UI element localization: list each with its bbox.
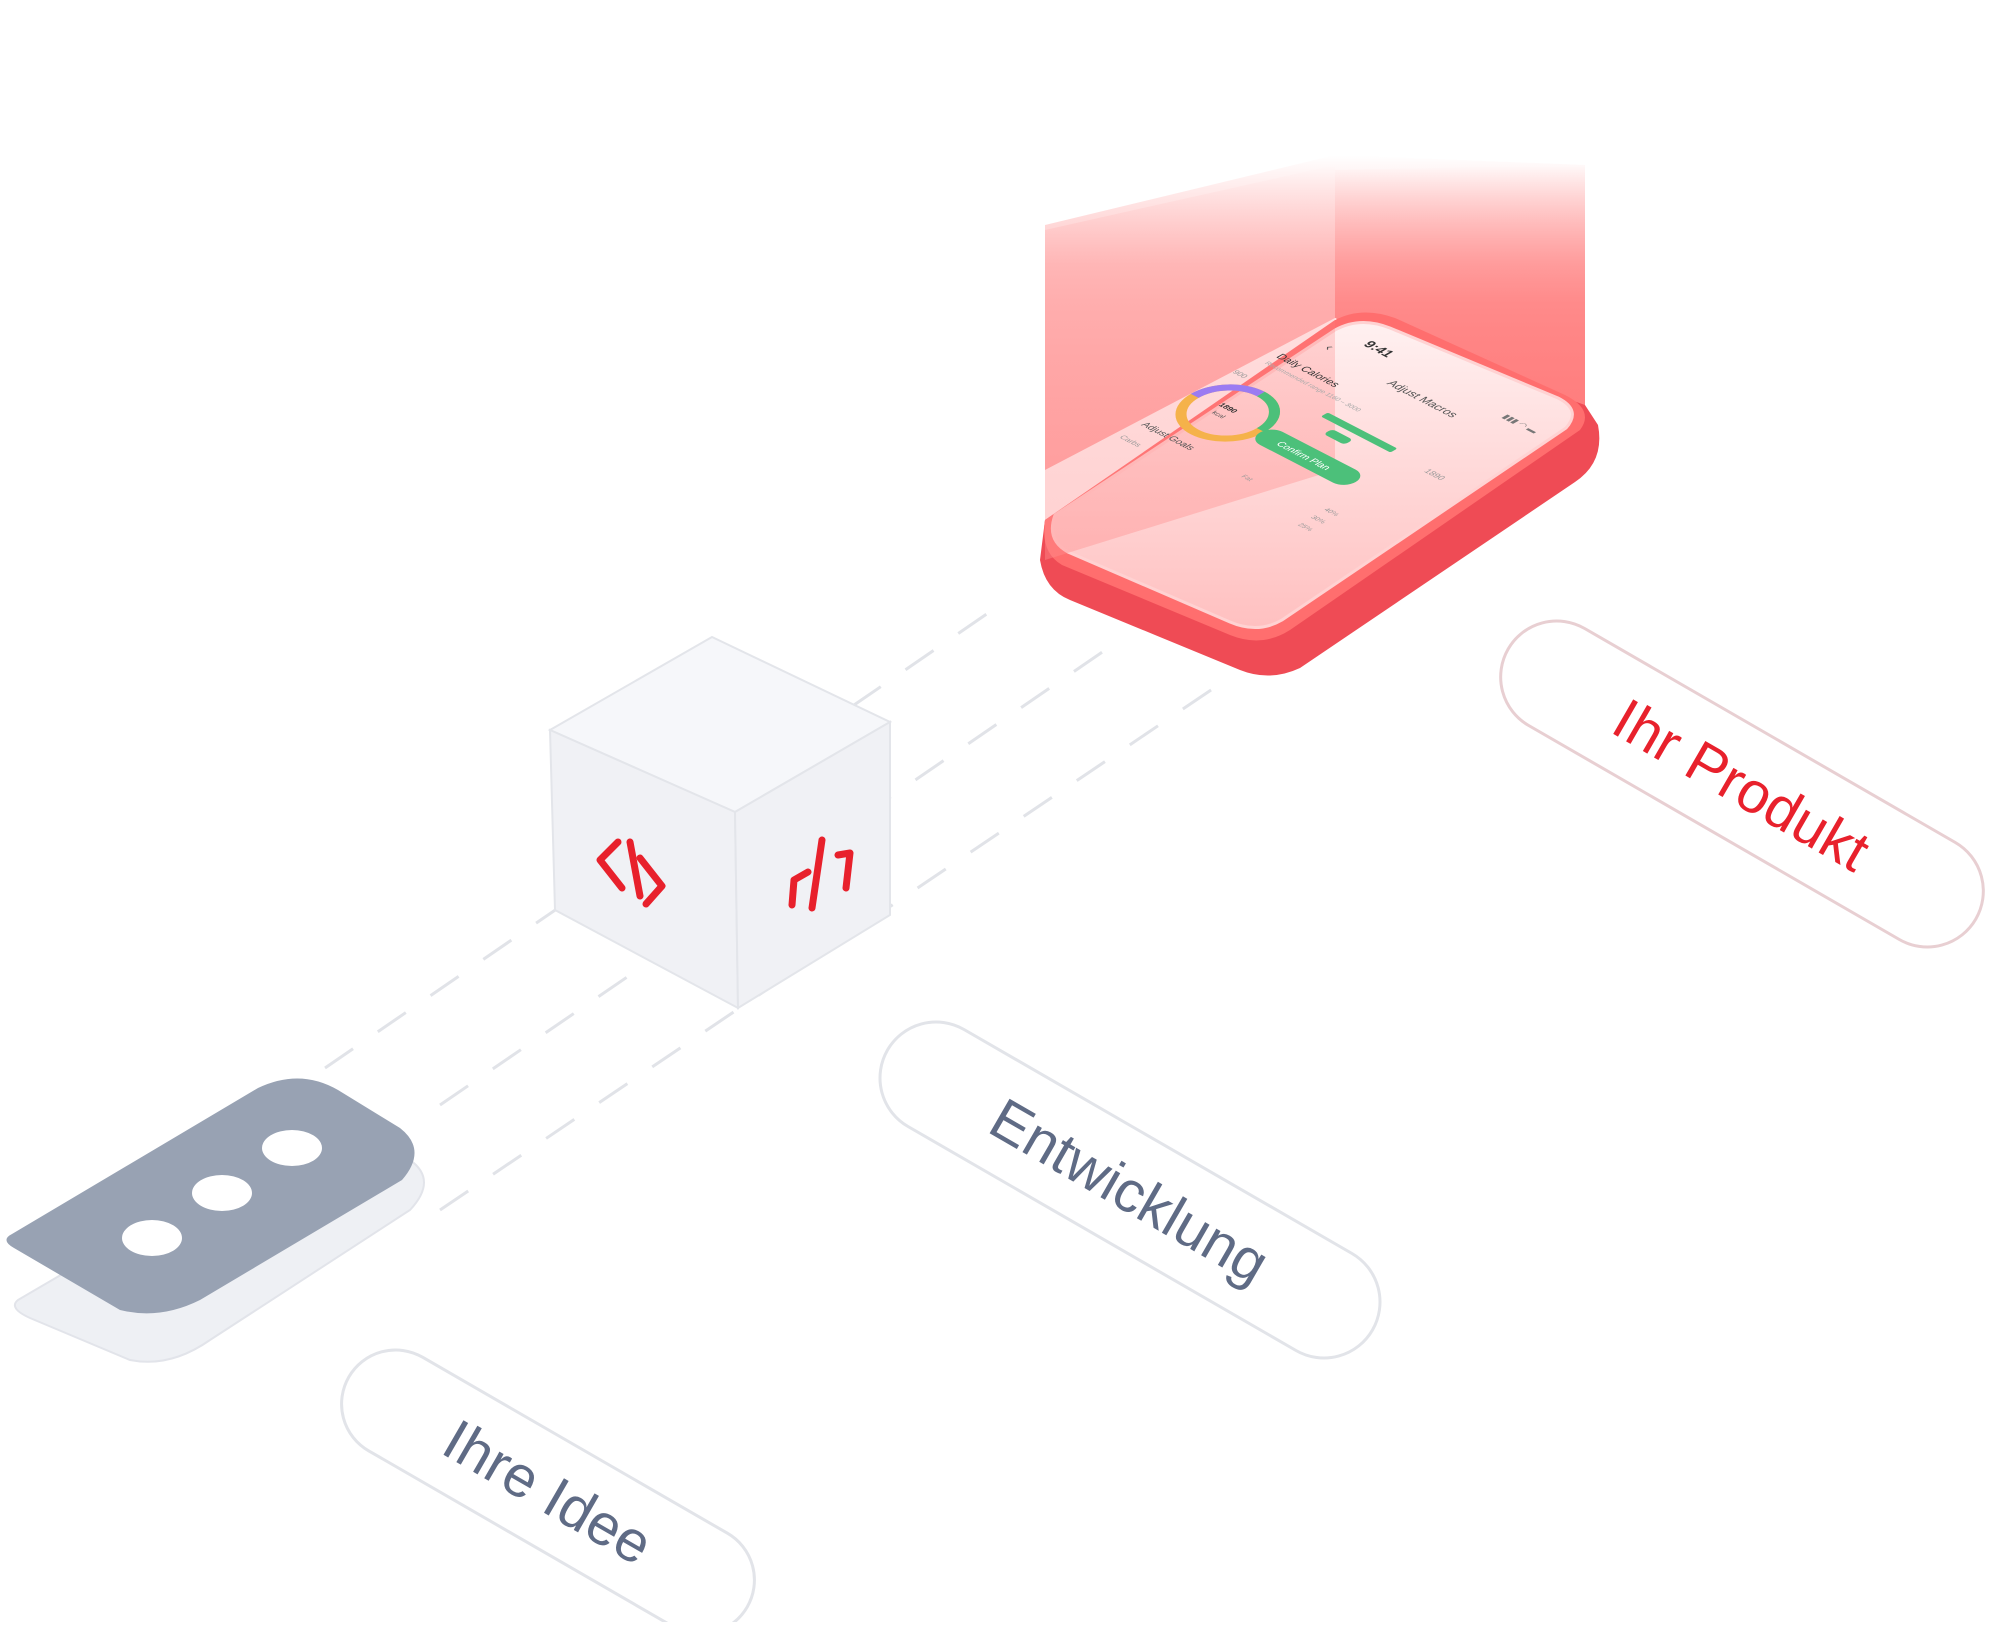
label-pill-development: Entwicklung bbox=[878, 1020, 1382, 1360]
calorie-slider-track[interactable] bbox=[1321, 413, 1398, 453]
pct-3: 25% bbox=[1296, 522, 1314, 532]
slider-thumb[interactable] bbox=[1323, 429, 1353, 445]
ring-unit: kcal bbox=[1209, 410, 1226, 419]
value-left: 900 bbox=[1230, 369, 1250, 380]
code-brackets-icon bbox=[596, 838, 666, 908]
idea-dot-icon bbox=[122, 1220, 182, 1256]
light-beam-side bbox=[1335, 165, 1585, 440]
back-chevron-icon[interactable]: ‹ bbox=[1321, 342, 1339, 352]
idea-dot-icon bbox=[192, 1175, 252, 1211]
label-pill-idea: Ihre Idee bbox=[340, 1348, 756, 1627]
pct-1: 40% bbox=[1322, 507, 1340, 517]
idea-chat-bubble-icon bbox=[6, 1078, 425, 1363]
confirm-plan-button[interactable] bbox=[1249, 426, 1367, 489]
idea-dot-icon bbox=[262, 1130, 322, 1166]
product-group: 9:41 ‹ Adjust Macros ▮▮▮ ◠ ▬ Daily Calor… bbox=[1040, 155, 1600, 676]
development-cube bbox=[547, 635, 893, 1010]
fat-label: Fat bbox=[1239, 474, 1254, 482]
pct-2: 30% bbox=[1309, 515, 1327, 525]
code-brackets-icon bbox=[788, 836, 854, 912]
label-pill-product: Ihr Produkt bbox=[1499, 619, 1985, 949]
phone-screen: 9:41 ‹ Adjust Macros ▮▮▮ ◠ ▬ Daily Calor… bbox=[1117, 338, 1541, 532]
